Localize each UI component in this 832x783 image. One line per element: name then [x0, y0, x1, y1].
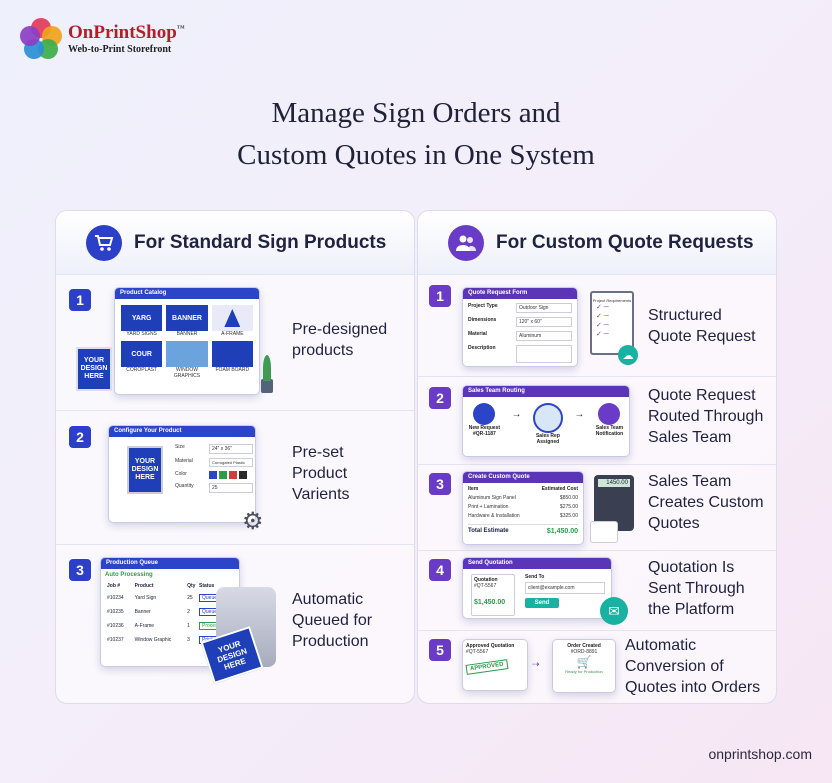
footer-url: onprintshop.com [708, 746, 812, 762]
catalog-item: FOAM BOARD [211, 341, 253, 379]
brand-logo: OnPrintShop™ Web-to-Print Storefront [20, 18, 185, 60]
table-row: Aluminum Sign Panel$850.00 [468, 495, 578, 501]
approved-stamp: APPROVED [465, 659, 509, 675]
mock-title: Quote Request Form [463, 288, 577, 299]
catalog-item: A-FRAME [211, 305, 253, 337]
step-number: 3 [429, 473, 451, 495]
standard-products-panel: For Standard Sign Products 1 Product Cat… [55, 210, 415, 704]
arrow-icon: → [574, 409, 585, 420]
step-row: 3 Production Queue Auto Processing Job #… [56, 545, 414, 703]
color-swatches[interactable]: Color [175, 471, 253, 479]
brand-name: OnPrintShop™ [68, 22, 185, 43]
total-row: Total Estimate$1,450.00 [468, 524, 578, 535]
step-number: 2 [69, 426, 91, 448]
panel-header-custom: For Custom Quote Requests [418, 211, 776, 275]
send-to-label: Send To [525, 574, 545, 580]
panel-title: For Standard Sign Products [134, 231, 387, 253]
routing-node: New Request#QR-1187 [469, 403, 500, 437]
arrow-icon: → [511, 409, 522, 420]
mock-title: Production Queue [101, 558, 239, 569]
mock-title: Sales Team Routing [463, 386, 629, 397]
cart-icon: 🛒 [576, 655, 592, 669]
email-field[interactable]: client@example.com [525, 582, 605, 594]
catalog-item: WINDOW GRAPHICS [166, 341, 208, 379]
step-row: 2 Sales Team Routing New Request#QR-1187… [418, 377, 776, 465]
mail-icon: ✉ [600, 597, 628, 625]
panel-header-standard: For Standard Sign Products [56, 211, 414, 275]
quotation-doc: Quotation #QT-5567 $1,450.00 [471, 574, 515, 616]
sales-rep-avatar [532, 403, 563, 433]
step-number: 3 [69, 559, 91, 581]
mock-title: Create Custom Quote [463, 472, 583, 483]
step-row: 5 Approved Quotation #QT-5567 APPROVED ⇢… [418, 631, 776, 703]
users-icon [448, 224, 484, 261]
step-number: 1 [429, 285, 451, 307]
order-created-card: Order Created #ORD-8891 🛒 Ready for Prod… [552, 639, 616, 693]
step-number: 5 [429, 639, 451, 661]
step-number: 1 [69, 289, 91, 311]
plant-icon [261, 345, 273, 393]
send-button[interactable]: Send [525, 598, 559, 608]
table-row: Hardware & Installation$325.00 [468, 513, 578, 519]
step-row: 4 Send Quotation Quotation #QT-5567 $1,4… [418, 551, 776, 631]
mock-title: Send Quotation [463, 558, 611, 569]
gear-icon: ⚙ [242, 508, 264, 535]
team-icon [598, 403, 621, 425]
page-title: Manage Sign Orders and Custom Quotes in … [237, 97, 595, 171]
step-number: 2 [429, 387, 451, 409]
mock-title: Product Catalog [115, 288, 259, 299]
person-icon [473, 403, 496, 425]
mock-subtitle: Auto Processing [105, 572, 153, 578]
arrow-icon: ⇢ [532, 659, 540, 669]
form-field[interactable]: Description [468, 345, 572, 363]
panel-title: For Custom Quote Requests [496, 231, 754, 253]
send-quotation-mock: Send Quotation Quotation #QT-5567 $1,450… [462, 557, 612, 619]
cart-icon [86, 224, 122, 261]
routing-mock: Sales Team Routing New Request#QR-1187 →… [462, 385, 630, 457]
table-row: Print + Lamination$275.00 [468, 504, 578, 510]
mock-title: Configure Your Product [109, 426, 255, 437]
chart-icon [590, 521, 618, 543]
clipboard-icon: Project Requirements ✓ ─✓ ─✓ ─✓ ─ [590, 291, 634, 355]
approved-quotation-card: Approved Quotation #QT-5567 APPROVED [462, 639, 528, 691]
custom-quotes-panel: For Custom Quote Requests 1 Quote Reques… [417, 210, 777, 704]
upload-cloud-icon: ☁ [618, 345, 638, 365]
brand-tagline: Web-to-Print Storefront [68, 44, 172, 55]
logo-flower-icon [20, 18, 62, 60]
step-number: 4 [429, 559, 451, 581]
